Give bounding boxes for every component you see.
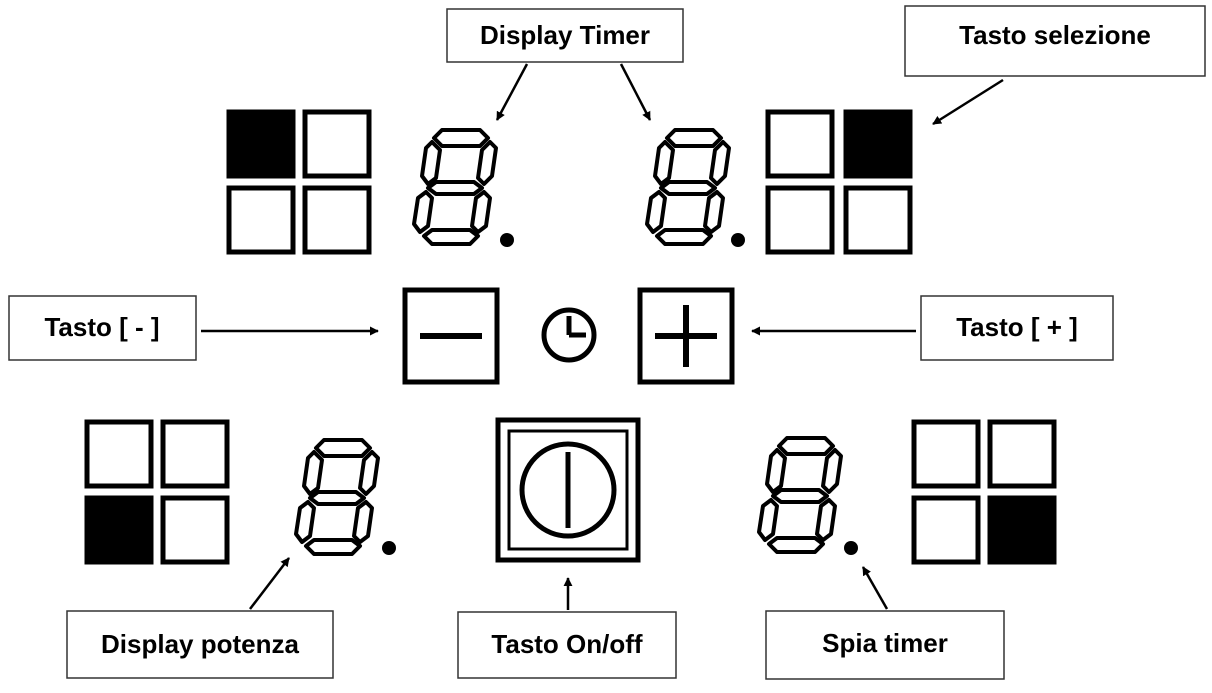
callout-label: Tasto [ + ] [956,312,1078,342]
arrow [619,63,652,121]
timer-digit-left [412,128,498,246]
timer-dot-right [731,233,745,247]
arrow [495,63,529,121]
zone-indicator-bottom-right[interactable] [911,419,1057,565]
zone-cell-active [987,495,1057,565]
zone-cell [911,419,981,489]
zone-cell-active [843,109,913,179]
arrow [861,566,889,610]
callout-label: Display potenza [101,629,299,659]
onoff-button[interactable] [495,417,641,563]
minus-button[interactable] [402,287,500,385]
arrow [932,78,1004,126]
callout-spia-timer: Spia timer [765,566,1005,680]
zone-cell [302,185,372,255]
zone-indicator-top-left[interactable] [226,109,372,255]
zone-cell [765,185,835,255]
timer-dot-left [500,233,514,247]
callout-tasto-minus: Tasto [ - ] [8,295,379,361]
power-dot [382,541,396,555]
zone-cell-active [226,109,296,179]
zone-cell [226,185,296,255]
zone-cell [987,419,1057,489]
callout-label: Display Timer [480,20,650,50]
zone-cell [84,419,154,489]
zone-cell [160,495,230,565]
timer-indicator-dot [844,541,858,555]
callout-label: Tasto [ - ] [44,312,159,342]
callout-display-timer: Display Timer [446,8,684,121]
plus-icon [655,305,717,367]
zone-cell [843,185,913,255]
power-digit [294,438,380,556]
zone-indicator-bottom-left[interactable] [84,419,230,565]
callout-display-potenza: Display potenza [66,557,334,679]
zone-indicator-top-right[interactable] [765,109,913,255]
zone-cell [302,109,372,179]
callout-label: Tasto selezione [959,20,1151,50]
timer-indicator-digit [757,436,843,554]
callout-label: Spia timer [822,628,948,658]
arrow [249,557,290,610]
clock-icon [541,307,597,363]
callout-label: Tasto On/off [491,629,643,659]
zone-cell [911,495,981,565]
callout-tasto-selezione: Tasto selezione [904,5,1206,126]
zone-cell [160,419,230,489]
callout-tasto-onoff: Tasto On/off [457,577,677,679]
zone-cell-active [84,495,154,565]
plus-button[interactable] [637,287,735,385]
timer-digit-right [645,128,731,246]
power-icon [519,441,617,539]
zone-cell [765,109,835,179]
callout-tasto-plus: Tasto [ + ] [751,295,1114,361]
